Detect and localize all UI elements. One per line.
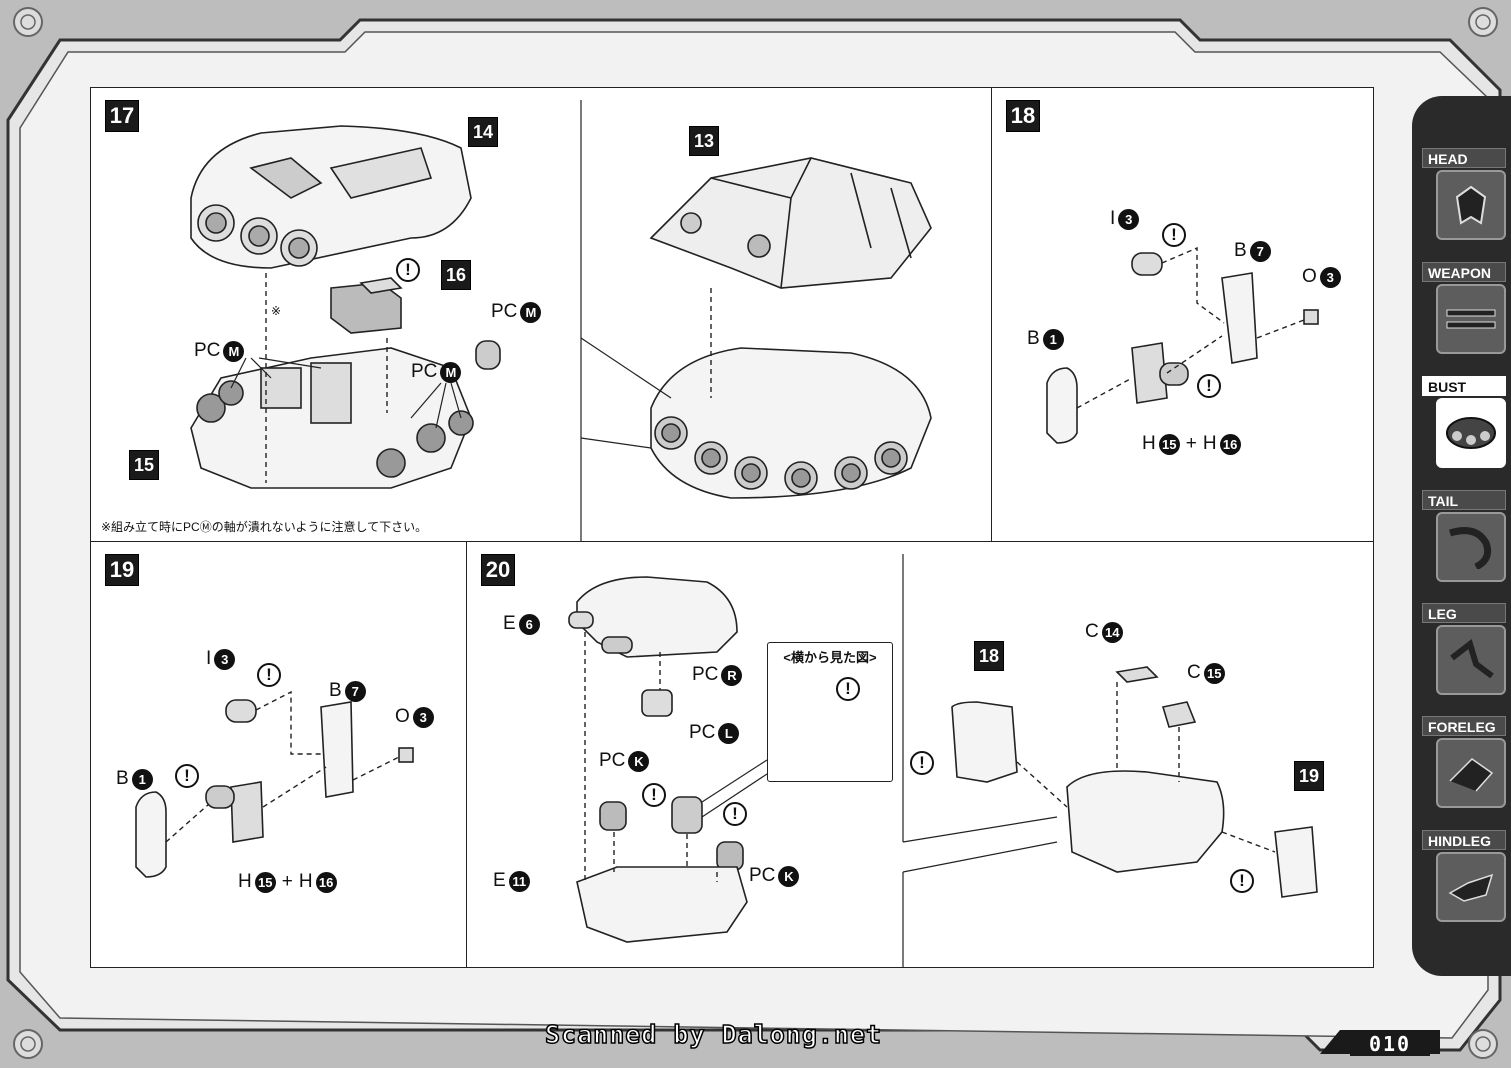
tab-label: HEAD <box>1422 148 1506 168</box>
warning-icon: ! <box>175 764 199 788</box>
part-number-dot: 15 <box>1203 662 1225 684</box>
step-17-illustration <box>190 100 932 541</box>
warning-icon: ! <box>723 802 747 826</box>
tab-label: LEG <box>1422 603 1506 623</box>
callout-part-14: 14 <box>468 117 498 147</box>
part-number-dot: K <box>628 750 650 772</box>
warning-icon: ! <box>1162 223 1186 247</box>
tab-label: BUST <box>1422 376 1506 396</box>
part-number-dot: 1 <box>1042 328 1064 350</box>
tab-label: WEAPON <box>1422 262 1506 282</box>
tab-weapon[interactable]: WEAPON <box>1422 262 1508 362</box>
warning-icon: ! <box>642 783 666 807</box>
step-18-illustration <box>1046 246 1319 444</box>
part-number-dot: 15 <box>1158 433 1180 455</box>
part-number-dot: 7 <box>1249 240 1271 262</box>
part-number-dot: 15 <box>254 871 276 893</box>
step-number-19: 19 <box>105 554 139 586</box>
weapon-icon <box>1436 284 1506 354</box>
warning-icon: ! <box>1230 869 1254 893</box>
part-number-dot: 16 <box>315 871 337 893</box>
callout-part-16: 16 <box>441 260 471 290</box>
bust-icon <box>1436 398 1506 468</box>
part-number-dot: 14 <box>1101 621 1123 643</box>
part-number-dot: 6 <box>518 613 540 635</box>
tab-bust[interactable]: BUST <box>1422 376 1508 476</box>
callout-part-13: 13 <box>689 126 719 156</box>
part-number-dot: M <box>223 340 245 362</box>
tab-label: FORELEG <box>1422 716 1506 736</box>
tab-hindleg[interactable]: HINDLEG <box>1422 830 1508 930</box>
warning-icon: ! <box>836 677 860 701</box>
scan-credit: Scanned by Dalong.net <box>544 1019 883 1050</box>
part-number-dot: R <box>721 664 743 686</box>
tab-foreleg[interactable]: FORELEG <box>1422 716 1508 816</box>
part-number-dot: 3 <box>214 648 236 670</box>
page-number: 010 <box>1350 1032 1430 1056</box>
tab-label: HINDLEG <box>1422 830 1506 850</box>
warning-icon: ! <box>257 663 281 687</box>
assembly-note: ※組み立て時にPCⓂの軸が潰れないように注意して下さい。 <box>101 520 428 534</box>
part-number-dot: 7 <box>344 680 366 702</box>
callout-part-15: 15 <box>129 450 159 480</box>
part-number-dot: L <box>718 722 740 744</box>
part-number-dot: 3 <box>1118 208 1140 230</box>
part-number-dot: K <box>778 865 800 887</box>
part-number-dot: 3 <box>412 706 434 728</box>
head-icon <box>1436 170 1506 240</box>
foreleg-icon <box>1436 738 1506 808</box>
tab-label: TAIL <box>1422 490 1506 510</box>
callout-step-18: 18 <box>974 641 1004 671</box>
tab-head[interactable]: HEAD <box>1422 148 1508 248</box>
side-view-box: <横から見た図> ! <box>767 642 893 782</box>
part-number-dot: 11 <box>508 870 530 892</box>
part-number-dot: M <box>440 361 462 383</box>
step-number-20: 20 <box>481 554 515 586</box>
callout-step-19: 19 <box>1294 761 1324 791</box>
step-19-illustration <box>135 690 414 878</box>
part-number-dot: M <box>520 301 542 323</box>
tab-tail[interactable]: TAIL <box>1422 490 1508 590</box>
warning-icon: ! <box>910 751 934 775</box>
hindleg-icon <box>1436 852 1506 922</box>
leg-icon <box>1436 625 1506 695</box>
tail-icon <box>1436 512 1506 582</box>
part-number-dot: 16 <box>1219 433 1241 455</box>
section-tabs: HEAD WEAPON BUST TAIL LEG FORELEG HIND <box>1412 96 1511 976</box>
step-number-18: 18 <box>1006 100 1040 132</box>
side-view-title: <横から見た図> <box>783 650 877 665</box>
asterisk-mark: ※ <box>271 304 282 318</box>
tab-leg[interactable]: LEG <box>1422 603 1508 703</box>
warning-icon: ! <box>1197 374 1221 398</box>
step-number-17: 17 <box>105 100 139 132</box>
warning-icon: ! <box>396 258 420 282</box>
part-number-dot: 1 <box>131 768 153 790</box>
part-number-dot: 3 <box>1319 266 1341 288</box>
